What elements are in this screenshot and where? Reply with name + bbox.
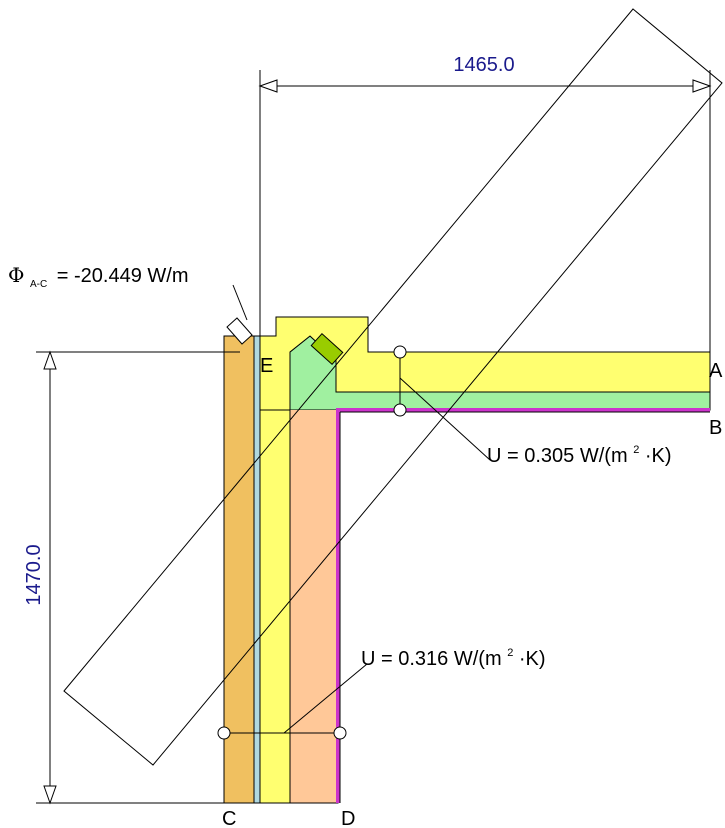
u-roof-letter: U (487, 445, 501, 467)
u-wall-value: = 0.316 W/(m (381, 648, 502, 670)
heat-flow-leader (232, 284, 248, 321)
point-label-c: C (222, 808, 236, 828)
u-wall-point-left (217, 726, 231, 740)
rafter-block (310, 332, 344, 366)
u-roof-point-top (393, 345, 407, 359)
dim-vertical-value: 1470.0 (23, 544, 45, 605)
dim-arrow-right (692, 79, 712, 93)
u-roof-label: U = 0.305 W/(m 2 ·K) (487, 436, 672, 467)
u-roof-value: = 0.305 W/(m (507, 445, 628, 467)
wall-outer-layer (223, 335, 255, 804)
point-label-b: B (709, 417, 722, 439)
point-label-e: E (260, 355, 273, 377)
u-wall-point-right (333, 726, 347, 740)
heat-flow-value: = -20.449 W/m (57, 265, 189, 287)
point-label-d: D (341, 808, 355, 828)
u-wall-leader (283, 663, 368, 734)
u-roof-point-bottom (393, 403, 407, 417)
u-wall-superscript: 2 (507, 647, 513, 659)
point-label-a: A (709, 360, 723, 382)
dim-horizontal-value: 1465.0 (453, 54, 514, 76)
wall-inner-top (290, 410, 338, 430)
u-roof-superscript: 2 (633, 444, 639, 456)
vapour-membrane (336, 408, 710, 803)
dim-arrow-top (43, 350, 57, 370)
dim-arrow-left (258, 79, 278, 93)
wall-inner-layer (289, 409, 339, 804)
heat-flow-label: Φ A-C = -20.449 W/m (8, 263, 188, 292)
heat-flow-subscript: A-C (30, 279, 47, 290)
heat-flow-marker (226, 317, 253, 345)
u-wall-letter: U (361, 648, 375, 670)
u-roof-leader (399, 377, 491, 461)
u-wall-label: U = 0.316 W/(m 2 ·K) (361, 639, 546, 670)
heat-flow-symbol: Φ (8, 263, 24, 287)
u-wall-unit-end: ·K) (519, 648, 546, 670)
inclined-roof-outline (63, 8, 723, 766)
wall-insulation-yellow (259, 335, 291, 804)
dim-arrow-bottom (43, 785, 57, 805)
roof-insulation-yellow (259, 316, 711, 411)
u-roof-unit-end: ·K) (645, 445, 672, 467)
